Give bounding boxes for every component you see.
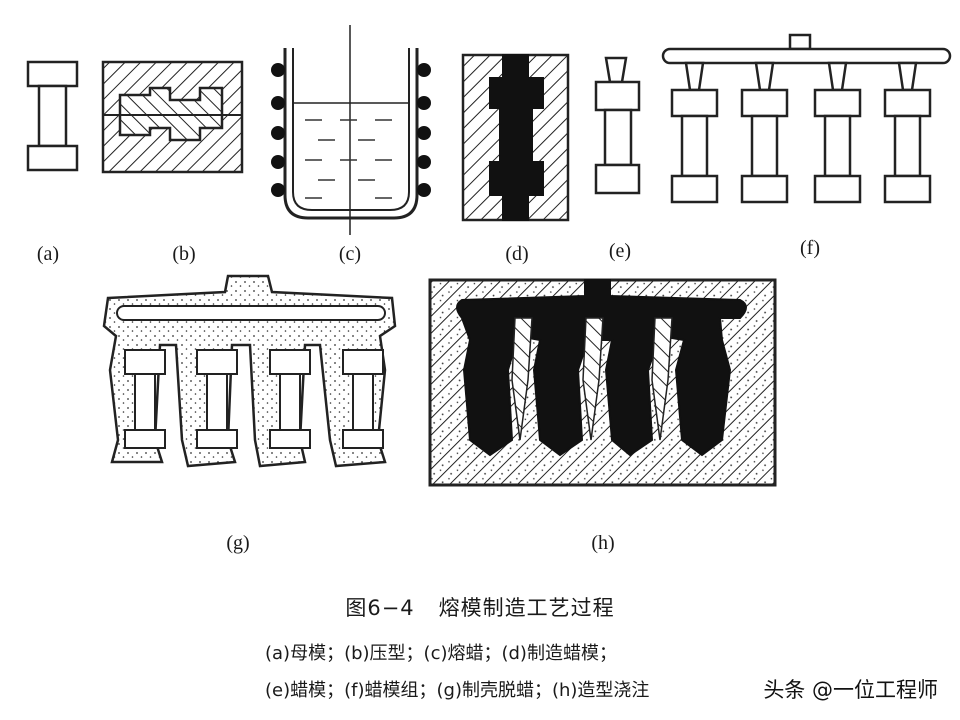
panel-d-wax-injection [461,53,570,222]
panel-g-shell-dewax [102,274,397,468]
panel-c-wax-melting [271,25,431,235]
figure-title: 熔模制造工艺过程 [438,596,615,620]
label-f: (f) [800,237,820,259]
legend-line-1: (a)母模；(b)压型；(c)熔蜡；(d)制造蜡模； [265,643,617,664]
legend-line-2: (e)蜡模；(f)蜡模组；(g)制壳脱蜡；(h)造型浇注 [265,680,650,701]
figure-caption: 图6−4 熔模制造工艺过程 [0,592,960,622]
label-c: (c) [338,243,362,265]
panel-e-wax-pattern [594,56,641,195]
panel-b-die [101,60,244,174]
label-g: (g) [226,532,250,554]
label-a: (a) [36,243,60,265]
panel-h-mold-pour [428,278,777,487]
label-e: (e) [608,240,632,262]
label-d: (d) [505,243,529,265]
figure-number: 图6−4 [345,596,415,620]
label-b: (b) [172,243,196,265]
watermark: 头条 @一位工程师 [759,674,942,704]
label-h: (h) [591,532,615,554]
panel-a-master-pattern [26,60,79,172]
panel-f-wax-cluster [661,33,952,204]
